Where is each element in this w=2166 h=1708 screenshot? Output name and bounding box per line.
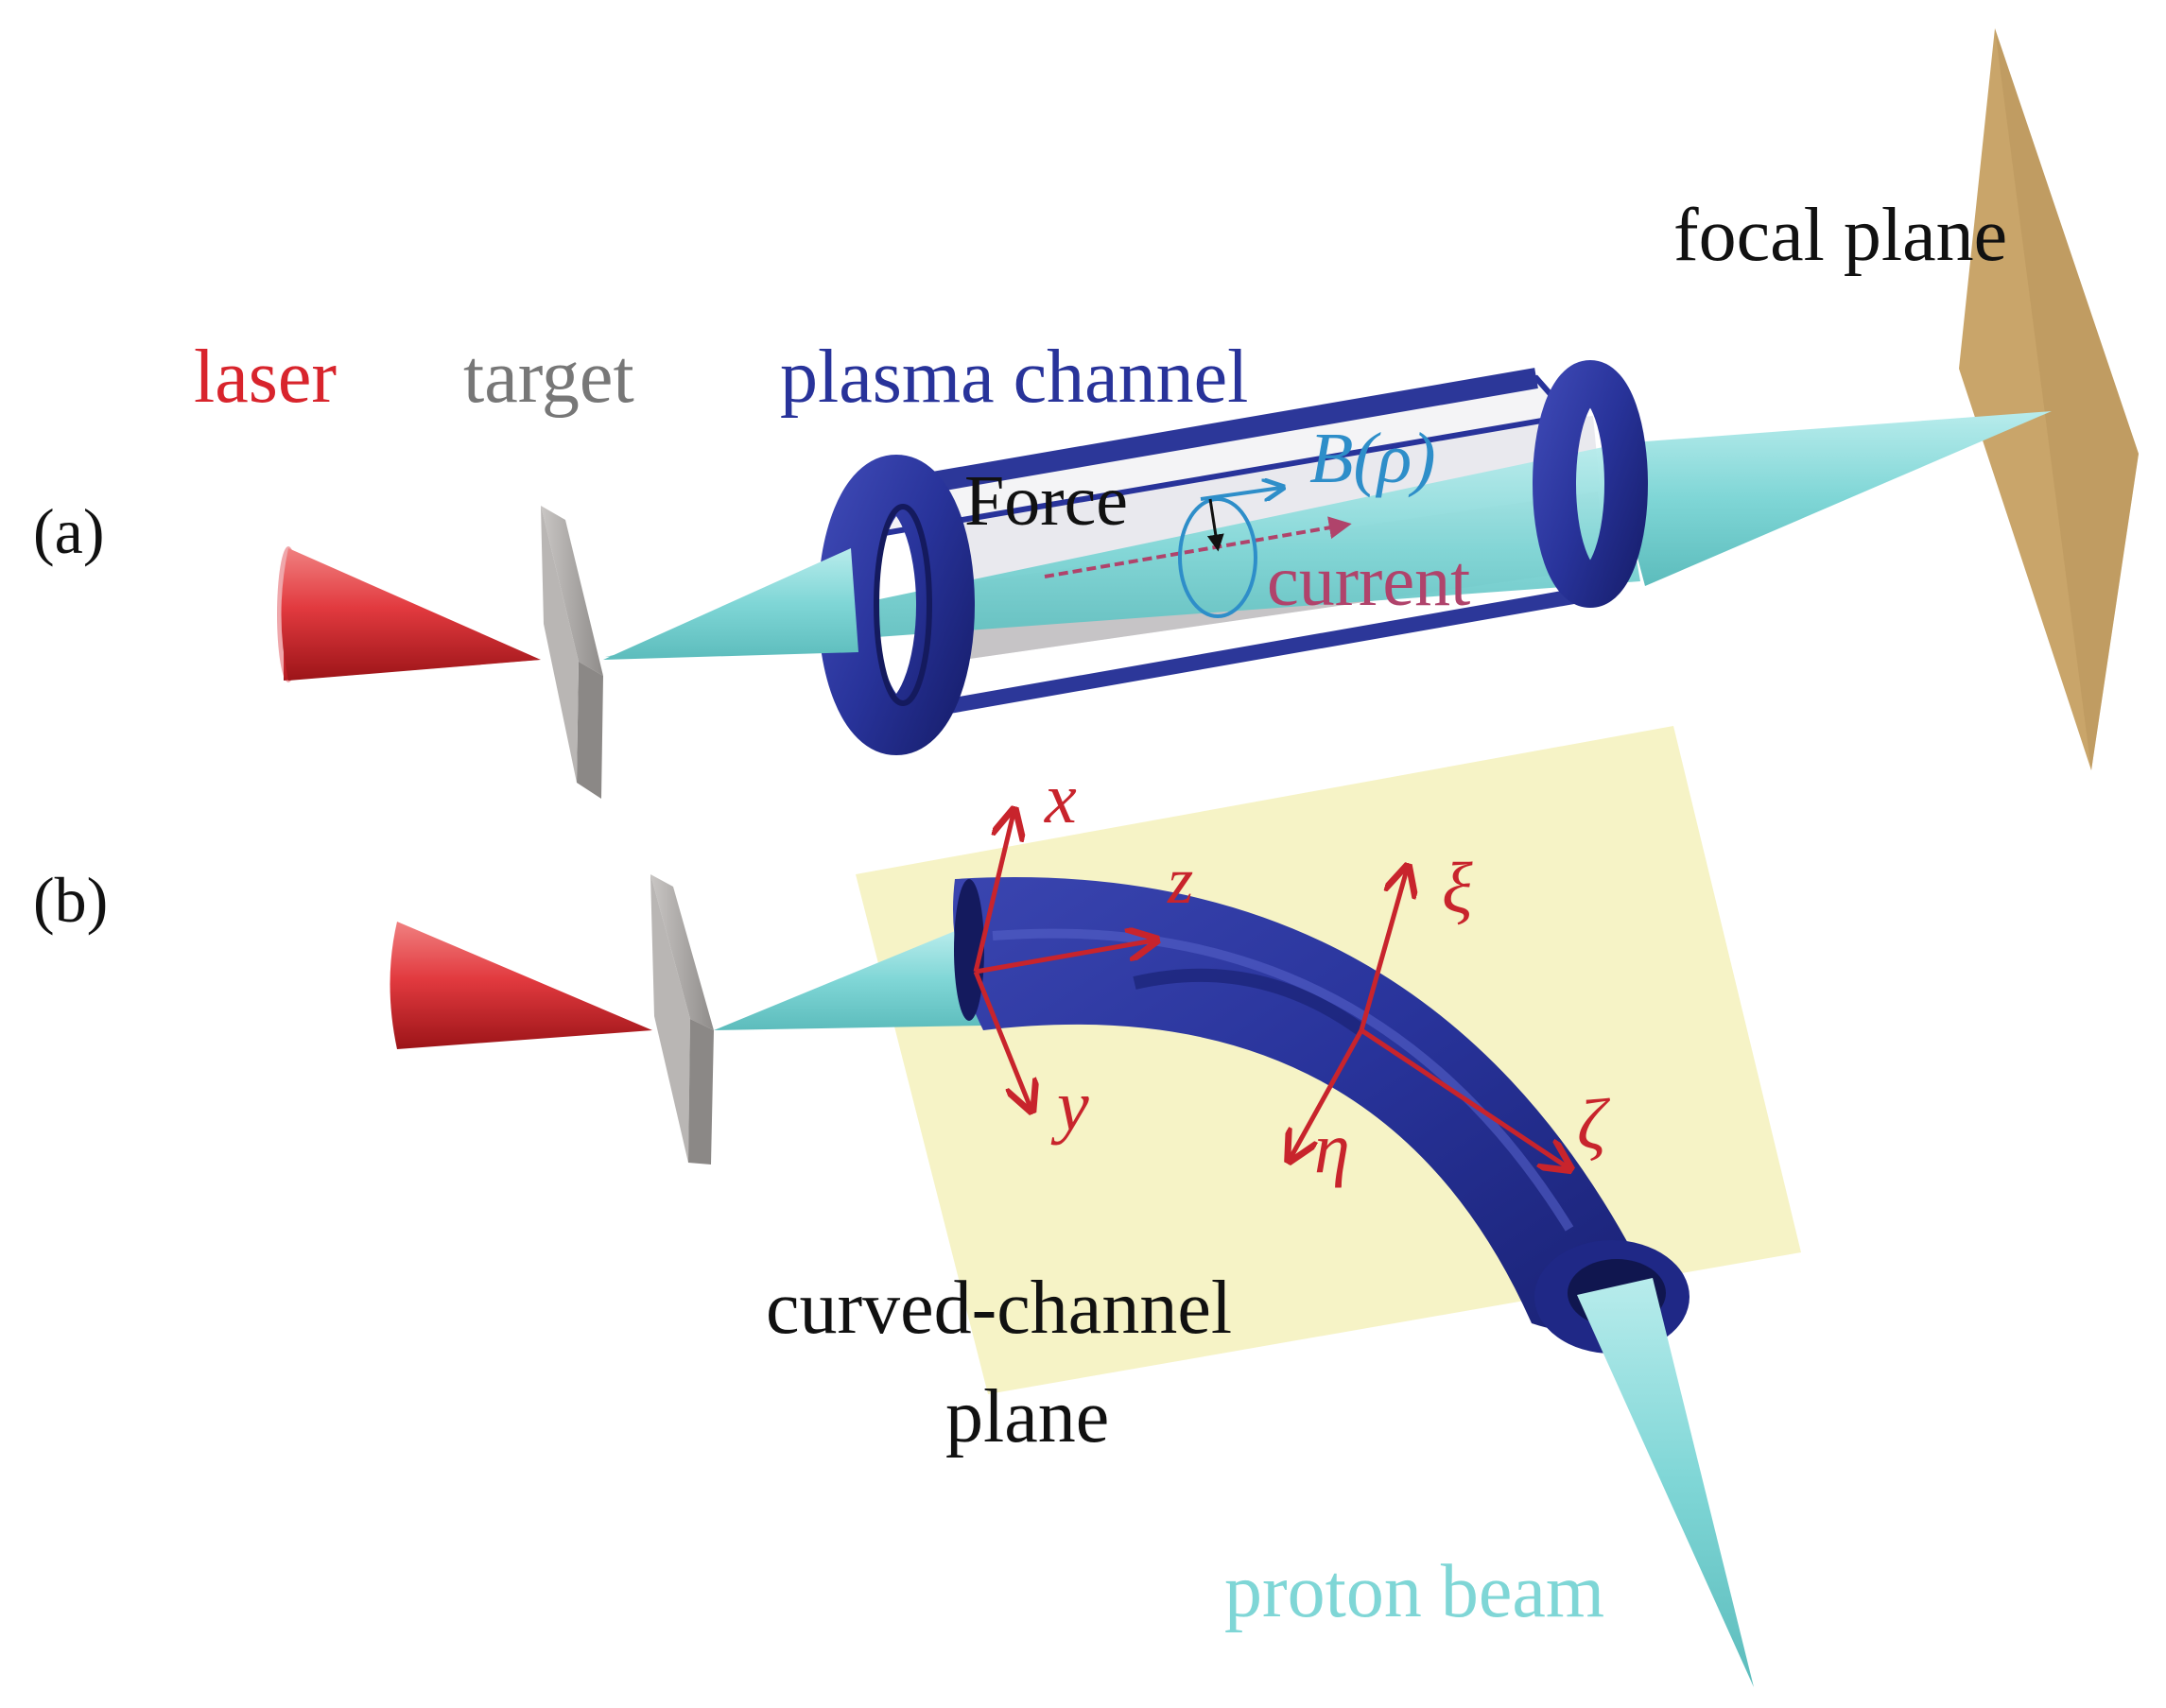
zeta-axis-arrow <box>1360 1027 1568 1167</box>
current-label: current <box>1267 542 1470 621</box>
y-axis-label: y <box>1050 1066 1089 1146</box>
curved-channel-left-opening <box>954 879 984 1021</box>
panel-a-tag: (a) <box>33 495 104 567</box>
proton-beam-cone-b-out <box>1577 1278 1754 1687</box>
curved-channel-tube <box>953 877 1636 1333</box>
eta-axis-arrow <box>1291 1028 1364 1158</box>
proton-beam-cone-b-in <box>714 931 983 1030</box>
plasma-channel-label: plasma channel <box>780 336 1248 419</box>
panel-b-tag: (b) <box>33 864 108 936</box>
focal-plane-label: focal plane <box>1673 194 2007 277</box>
curved-channel-highlight <box>992 928 1574 1232</box>
b-field-label: B(ρ) <box>1309 419 1436 498</box>
x-axis-arrow <box>973 813 1014 973</box>
panel-a: (a) <box>33 28 2139 799</box>
curved-channel-plane-label-line2: plane <box>945 1375 1109 1458</box>
laser-cone-a-body <box>281 548 541 681</box>
target-plate-b <box>650 874 714 1030</box>
zeta-axis-label: ζ <box>1577 1085 1611 1165</box>
plasma-channel <box>605 360 1648 755</box>
force-label: Force <box>964 461 1128 541</box>
proton-beam-label: proton beam <box>1224 1550 1604 1633</box>
target-plate-b-side <box>688 1019 714 1165</box>
channel-bottom-edge <box>877 588 1581 726</box>
target-plate-a-face <box>541 506 579 783</box>
focal-plane-shade <box>1995 28 2139 770</box>
laser-cone-b <box>390 922 652 1049</box>
x-axis-label: x <box>1044 759 1077 838</box>
z-axis-arrow <box>975 940 1153 975</box>
target-plate-a <box>541 506 603 676</box>
proton-beam-cone-right <box>1607 411 2052 586</box>
current-arrow <box>1044 516 1352 578</box>
target-plate-a-side <box>577 662 603 799</box>
channel-top-edge <box>849 368 1538 507</box>
b-field-loop <box>1178 497 1257 618</box>
curved-channel-groove <box>1133 968 1366 1036</box>
laser-label: laser <box>194 336 337 419</box>
y-axis-arrow <box>973 971 1031 1108</box>
channel-left-ring-hole <box>874 504 932 706</box>
target-label: target <box>463 336 634 419</box>
force-arrow <box>1206 498 1224 552</box>
b-field-arrow <box>1200 488 1281 499</box>
curved-channel-plane-label-line1: curved-channel <box>766 1267 1232 1350</box>
proton-beam-cone-left <box>603 548 858 660</box>
xi-axis-arrow <box>1359 870 1407 1031</box>
channel-right-ring <box>1533 360 1648 608</box>
panel-b: (b) x y z ξ η ζ curved <box>33 726 1801 1687</box>
xi-axis-label: ξ <box>1442 849 1473 928</box>
z-axis-label: z <box>1167 845 1193 918</box>
eta-axis-label: η <box>1314 1109 1350 1188</box>
target-plate-b-face <box>650 874 690 1163</box>
